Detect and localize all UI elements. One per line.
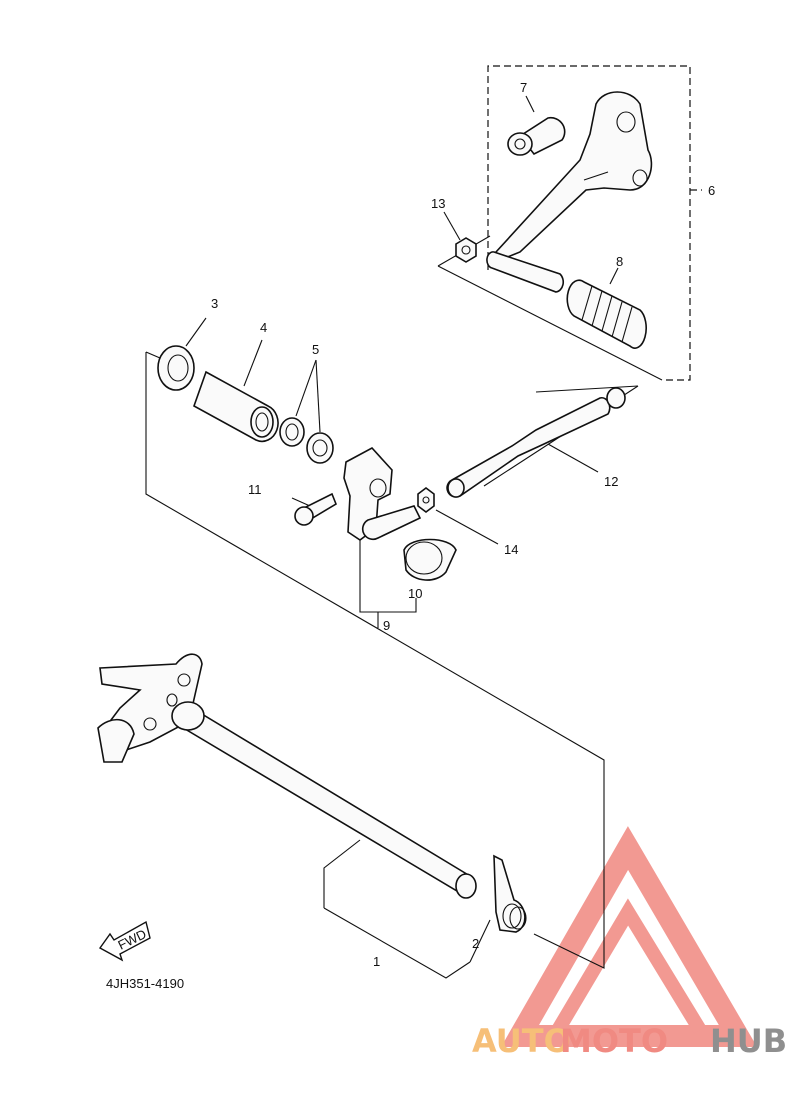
fwd-label: FWD [116, 926, 149, 952]
callout-3: 3 [211, 296, 218, 311]
callout-6: 6 [708, 183, 715, 198]
callout-9: 9 [383, 618, 390, 633]
part-8-pedal-rubber [566, 279, 647, 349]
callout-13: 13 [431, 196, 445, 211]
part-9-shift-arm [343, 446, 422, 541]
part-2-spring [493, 854, 527, 933]
watermark-hub: HUB [710, 1022, 787, 1060]
watermark-moto: MOTO [560, 1022, 668, 1060]
part-12-tie-rod [446, 387, 626, 498]
callout-8: 8 [616, 254, 623, 269]
callout-12: 12 [604, 474, 618, 489]
diagram-code: 4JH351-4190 [106, 976, 184, 991]
part-11-bolt [294, 492, 337, 526]
part-3-oil-seal [157, 345, 195, 391]
callout-14: 14 [504, 542, 518, 557]
part-6-shift-pedal [486, 91, 653, 293]
callout-11: 11 [248, 482, 262, 497]
part-1-shift-shaft [97, 653, 477, 899]
callout-1: 1 [373, 954, 380, 969]
watermark-text: AUTO MOTO HUB [472, 1022, 787, 1060]
callout-4: 4 [260, 320, 267, 335]
watermark-auto: AUTO [472, 1022, 571, 1060]
fwd-arrow-icon: FWD [98, 920, 151, 962]
part-5-bearings [279, 417, 334, 464]
part-13-nut [455, 237, 477, 263]
callout-5: 5 [312, 342, 319, 357]
callout-2: 2 [472, 936, 479, 951]
assembly-6-box [487, 65, 702, 381]
part-10-cover [403, 538, 457, 581]
watermark-logo-icon [500, 826, 758, 1047]
part-14-nut [417, 487, 435, 513]
part-4-collar [193, 370, 279, 443]
callout-7: 7 [520, 80, 527, 95]
callout-10: 10 [408, 586, 422, 601]
part-7-joint [507, 116, 566, 156]
leader-lines [145, 95, 663, 979]
